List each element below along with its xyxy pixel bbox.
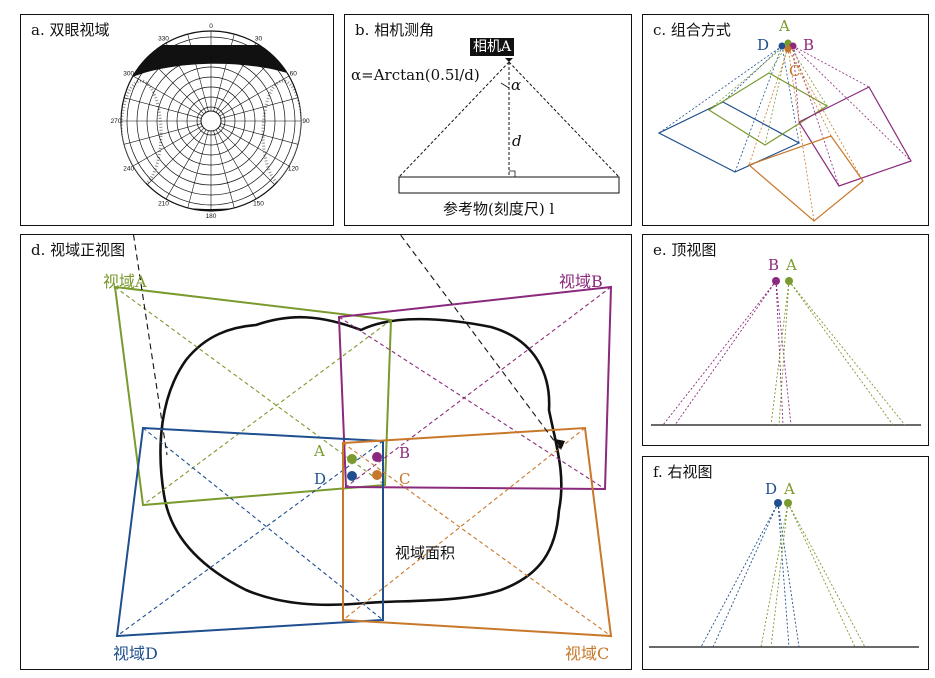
panel-b-title: b. 相机测角 xyxy=(355,21,435,39)
d-label-d: D xyxy=(314,470,327,488)
d-label-b: B xyxy=(399,444,411,462)
polar-spoke xyxy=(132,75,203,117)
panel-camera-angle: b. 相机测角 相机A α=Arctan(0.5l/d) α d 参考物(刻度尺… xyxy=(344,14,632,226)
reference-ruler xyxy=(398,176,620,194)
d-label-c: C xyxy=(399,470,411,488)
ring-label: 270 xyxy=(111,118,122,125)
ring-label: 90 xyxy=(302,118,310,125)
formula: α=Arctan(0.5l/d) xyxy=(351,66,480,84)
blind-area-top xyxy=(121,45,301,85)
ring-label: 210 xyxy=(158,200,169,207)
front-camera-d xyxy=(347,471,357,481)
top-camera-a xyxy=(785,277,793,285)
polar-spoke xyxy=(219,125,290,167)
front-view-diagram xyxy=(113,235,613,638)
right-camera-d xyxy=(774,499,782,507)
ring-label: 180 xyxy=(206,213,217,220)
polar-spoke xyxy=(123,97,202,119)
polar-spoke xyxy=(213,130,235,209)
panel-top-view: e. 顶视图 B A xyxy=(642,234,929,446)
e-label-a: A xyxy=(786,256,797,274)
polar-spoke xyxy=(217,57,275,115)
front-camera-b xyxy=(372,452,382,462)
c-label-b: B xyxy=(803,36,815,54)
distance-label: d xyxy=(512,132,522,150)
front-camera-c xyxy=(372,470,382,480)
e-label-b: B xyxy=(768,256,780,274)
combination-diagram xyxy=(657,39,912,222)
polar-spoke xyxy=(165,42,207,113)
ring-label: 30 xyxy=(255,36,263,43)
polar-spoke xyxy=(213,33,235,112)
polar-spoke xyxy=(187,33,209,112)
d-label-a: A xyxy=(314,442,325,460)
front-camera-a xyxy=(347,454,357,464)
panel-d-title: d. 视域正视图 xyxy=(31,241,126,259)
ring-label: 60 xyxy=(290,71,298,78)
ring-label: 120 xyxy=(288,166,299,173)
c-label-a: A xyxy=(779,17,790,35)
view-d-label: 视域D xyxy=(113,644,158,663)
panel-front-view: d. 视域正视图 视域A xyxy=(20,234,632,670)
polar-spoke xyxy=(215,42,257,113)
panel-e-title: e. 顶视图 xyxy=(653,241,717,259)
camera-c-dot xyxy=(784,45,792,53)
binocular-field-diagram: 0 30 60 90 120 150 180 210 240 270 300 330 xyxy=(111,23,310,220)
f-label-d: D xyxy=(765,480,778,498)
c-label-c: C xyxy=(789,62,801,80)
polar-spoke xyxy=(220,123,299,145)
view-c-label: 视域C xyxy=(565,644,610,663)
alpha-label: α xyxy=(511,76,522,94)
right-camera-a xyxy=(784,499,792,507)
camera-a-label: 相机A xyxy=(470,38,515,56)
polar-spoke xyxy=(215,129,257,200)
polar-spoke xyxy=(132,125,203,167)
top-view-diagram xyxy=(651,277,921,426)
panel-c-title: c. 组合方式 xyxy=(653,21,731,39)
polar-spokes xyxy=(121,31,301,211)
f-label-a: A xyxy=(784,480,795,498)
polar-spoke xyxy=(165,129,207,200)
panel-f-title: f. 右视图 xyxy=(653,463,713,481)
ring-label: 300 xyxy=(123,71,134,78)
top-camera-b xyxy=(772,277,780,285)
panel-binocular-field: a. 双眼视域 0 30 60 90 120 150 180 210 240 270 300 330 xyxy=(20,14,334,226)
ring-label: 330 xyxy=(158,36,169,43)
view-b-label: 视域B xyxy=(559,272,603,291)
camera-d-dot xyxy=(778,42,786,50)
field-area-label: 视域面积 xyxy=(395,544,456,562)
polar-spoke xyxy=(147,57,205,115)
reference-ruler-label: 参考物(刻度尺) l xyxy=(443,200,555,218)
ring-label: 0 xyxy=(209,23,213,30)
field-area-outline xyxy=(159,315,563,607)
polar-spoke xyxy=(219,75,290,117)
polar-spoke xyxy=(147,127,205,185)
monocular-zone-left xyxy=(121,79,163,187)
ring-label: 240 xyxy=(123,166,134,173)
camera-lens-icon xyxy=(505,58,513,62)
polar-spoke xyxy=(187,130,209,209)
camera-angle-diagram xyxy=(398,58,620,194)
polar-spoke xyxy=(217,127,275,185)
ring-label: 150 xyxy=(253,200,264,207)
right-view-diagram xyxy=(649,499,919,648)
polar-spoke xyxy=(123,123,202,145)
polar-spoke xyxy=(220,97,299,119)
view-a-label: 视域A xyxy=(103,272,147,291)
panel-combination: c. 组合方式 A D B C xyxy=(642,14,929,226)
c-label-d: D xyxy=(757,36,770,54)
panel-right-view: f. 右视图 D A xyxy=(642,456,929,670)
panel-a-title: a. 双眼视域 xyxy=(31,21,110,39)
